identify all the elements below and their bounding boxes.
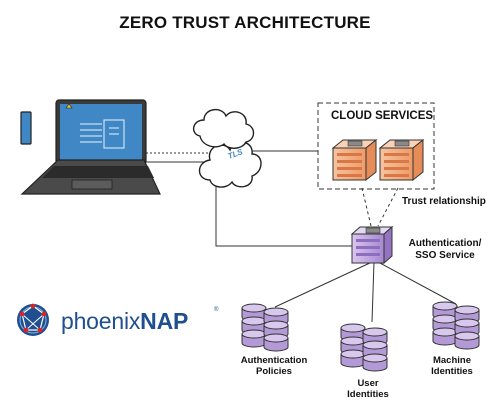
brand-name-light: phoenix [61,308,141,334]
auth-server-icon [350,225,394,265]
auth-sso-label-line2: SSO Service [415,249,475,261]
trust-link-left [361,187,372,227]
db-label-line2: Identities [347,388,389,400]
cloud-services-label: CLOUD SERVICES [331,110,434,122]
cloud-auth-link [215,186,352,247]
tls-cloud-icon [193,109,262,188]
warning-icon [65,103,73,109]
brand-wordmark: phoenixNAP [61,308,188,335]
registered-mark: ® [214,307,219,313]
machine-identities-label: Machine Identities [412,355,492,378]
authentication-policies-label: Authentication Policies [226,355,322,378]
laptop-icon [20,99,161,195]
db-label-line2: Identities [431,365,473,377]
phone-icon [20,111,32,145]
cloud-services-box [317,102,435,190]
auth-policies-db-icon [241,303,289,352]
user-identities-db-icon [340,323,388,372]
machine-identities-db-icon [432,301,480,350]
diagram-title: ZERO TRUST ARCHITECTURE [119,13,371,32]
db-label-line1: Machine [432,355,471,366]
auth-sso-label: Authentication/ SSO Service [400,238,490,261]
user-identities-label: User Identities [336,378,400,401]
auth-sso-label-line1: Authentication/ [408,238,482,249]
db-label-line1: Authentication [240,355,308,366]
auth-users-link [371,261,375,323]
cloud-server-icon [378,138,425,182]
phoenixnap-logo: phoenixNAP ® [18,301,218,341]
phoenixnap-logo-mark [17,303,49,336]
connector-lines [142,150,457,323]
trust-link-right [377,187,399,227]
brand-name-bold: NAP [140,308,189,334]
database-group [241,301,480,372]
auth-machines-link [377,261,457,305]
db-label-line2: Policies [256,365,292,377]
db-label-line1: User [357,378,379,389]
cloud-server-icon [331,138,378,182]
auth-policies-link [274,261,373,308]
trust-relationship-label: Trust relationship [402,196,486,207]
